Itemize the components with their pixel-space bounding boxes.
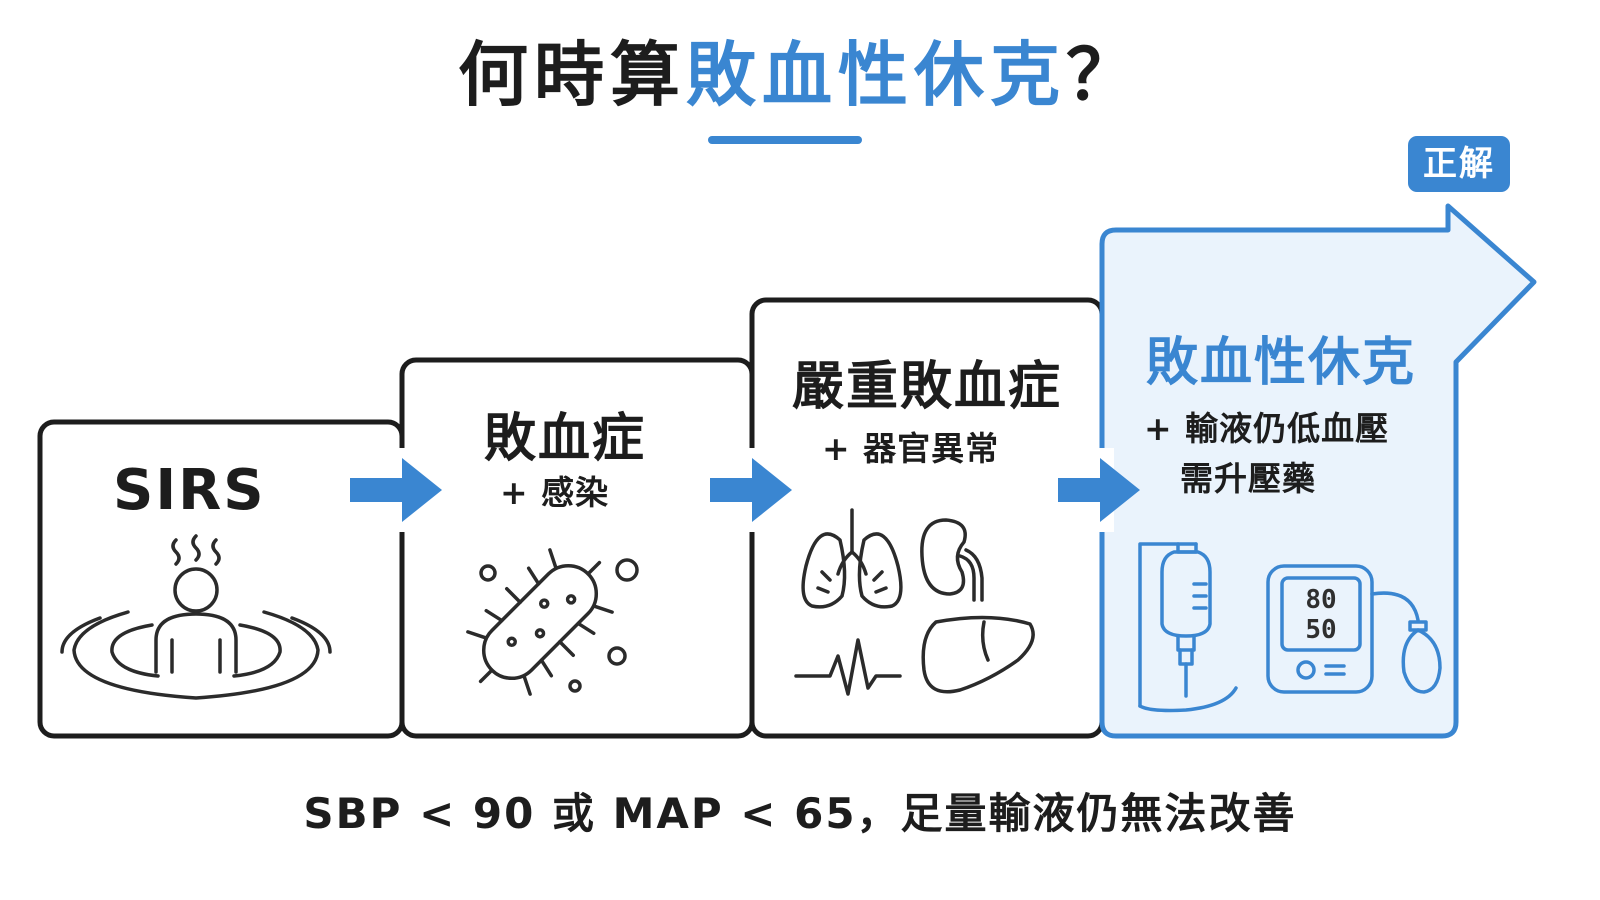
stage-sub-septic-shock-1: + 輸液仍低血壓 <box>1144 409 1390 448</box>
arrow-sirs-to-sepsis <box>350 458 442 522</box>
arrow-sepsis-to-severe <box>710 458 792 522</box>
iv-drip-icon <box>1138 542 1238 713</box>
stage-sub-severe-sepsis-1: + 器官異常 <box>822 429 1000 468</box>
kidney-icon <box>920 518 984 602</box>
stage-label-sirs: SIRS <box>113 458 266 523</box>
blood-pressure-monitor-icon <box>1266 564 1442 694</box>
stage-sub-septic-shock-2: 需升壓藥 <box>1180 459 1316 498</box>
title-prefix: 何時算 <box>458 34 686 116</box>
sweating-person-icon <box>60 534 332 700</box>
title-suffix: ？ <box>1066 34 1142 116</box>
liver-icon <box>921 615 1035 694</box>
title-underline <box>708 136 862 144</box>
lungs-icon <box>801 508 903 609</box>
stage-box-septic-shock <box>1099 203 1537 739</box>
stage-label-severe-sepsis: 嚴重敗血症 <box>792 357 1063 417</box>
page-title: 何時算敗血性休克？ <box>0 30 1600 120</box>
bp-diastolic-reading: 50 <box>1305 615 1337 645</box>
bp-systolic-reading: 80 <box>1305 585 1337 615</box>
stage-label-sepsis: 敗血症 <box>484 409 647 469</box>
heartbeat-icon <box>794 638 902 696</box>
bacteria-icon <box>466 548 639 696</box>
answer-badge: 正解 <box>1408 136 1510 192</box>
title-highlight: 敗血性休克 <box>686 34 1066 116</box>
arrow-severe-to-shock <box>1058 458 1140 522</box>
stage-label-septic-shock: 敗血性休克 <box>1146 333 1417 393</box>
footer-criterion: SBP < 90 或 MAP < 65，足量輸液仍無法改善 <box>303 789 1297 838</box>
stage-sub-sepsis-1: + 感染 <box>500 473 610 512</box>
